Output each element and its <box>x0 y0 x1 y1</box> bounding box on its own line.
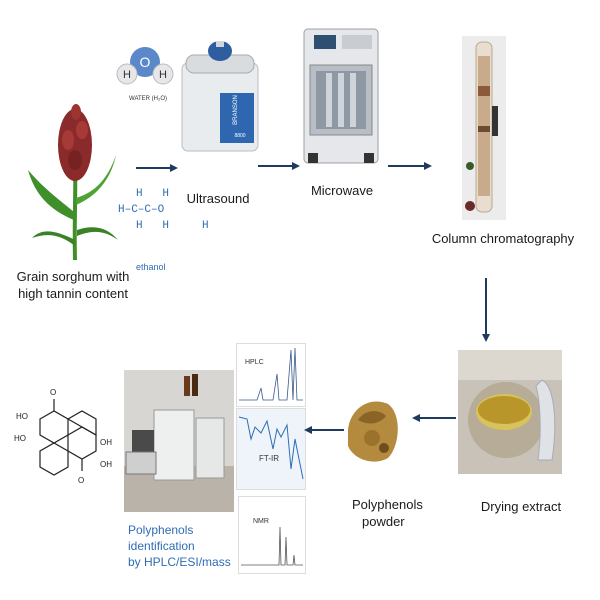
water-molecule-icon: O H H <box>115 40 175 92</box>
ethanol-formula-mid: H–C–C–O <box>118 204 165 216</box>
water-label: WATER (H₂O) <box>129 96 167 102</box>
column-chromatography-label: Column chromatography <box>431 231 575 246</box>
ethanol-formula-bot: H H H <box>136 220 209 232</box>
polyphenols-powder-label: Polyphenols powder <box>352 496 432 530</box>
molecule-o-top: O <box>50 388 56 397</box>
ftir-spectrum-title: FT-IR <box>259 454 279 463</box>
molecule-o-bottom: O <box>78 476 84 485</box>
hplc-instrument-image <box>124 370 234 512</box>
water-atom-h-right: H <box>159 69 167 81</box>
arrow-sorghum-to-ultrasound <box>136 160 178 172</box>
ethanol-label: ethanol <box>136 262 166 272</box>
powder-label-line2: powder <box>362 514 405 529</box>
arrow-microwave-to-column <box>388 158 432 170</box>
ultrasound-bath-image: BRANSON 8800 <box>180 35 260 155</box>
hplc-spectrum-title: HPLC <box>245 359 264 366</box>
chromatography-column-image <box>462 36 506 220</box>
arrow-drying-to-powder <box>412 410 456 422</box>
ethanol-formula-top: H H <box>136 188 170 200</box>
molecule-oh-4: OH <box>100 460 112 469</box>
microwave-label: Microwave <box>310 183 374 198</box>
ultrasound-label: Ultrasound <box>186 191 250 206</box>
polyphenols-powder-image <box>340 390 404 466</box>
identification-label: Polyphenols identification by HPLC/ESI/m… <box>128 522 240 570</box>
arrow-powder-to-identification <box>304 422 344 434</box>
identification-line2: by HPLC/ESI/mass <box>128 555 231 569</box>
water-atom-h-left: H <box>123 69 131 81</box>
sorghum-label: Grain sorghum with high tannin content <box>8 268 138 302</box>
ftir-spectrum-panel: FT-IR <box>236 408 306 490</box>
molecule-oh-1: HO <box>16 412 28 421</box>
sorghum-label-line1: Grain sorghum with <box>16 269 130 284</box>
powder-label-line1: Polyphenols <box>352 497 423 512</box>
nmr-spectrum-title: NMR <box>253 518 269 525</box>
arrow-column-to-drying <box>481 278 491 342</box>
ultrasound-model: 8800 <box>234 133 245 139</box>
drying-extract-label: Drying extract <box>480 499 562 514</box>
sorghum-label-line2: high tannin content <box>18 286 128 301</box>
hplc-spectrum-panel: HPLC <box>236 343 306 407</box>
nmr-spectrum-panel: NMR <box>238 496 306 574</box>
water-atom-o: O <box>140 54 151 70</box>
sorghum-plant-image <box>20 100 130 261</box>
identification-line1: Polyphenols identification <box>128 523 195 553</box>
arrow-ultrasound-to-microwave <box>258 158 300 170</box>
drying-extract-image <box>458 350 562 474</box>
molecule-oh-2: HO <box>14 434 26 443</box>
polyphenol-molecule-diagram: HO HO OH OH O O <box>10 385 125 495</box>
ultrasound-brand: BRANSON <box>233 95 239 125</box>
molecule-oh-3: OH <box>100 438 112 447</box>
microwave-reactor-image <box>300 25 382 170</box>
ethanol-structure: H H H–C–C–O H H H <box>118 186 209 252</box>
